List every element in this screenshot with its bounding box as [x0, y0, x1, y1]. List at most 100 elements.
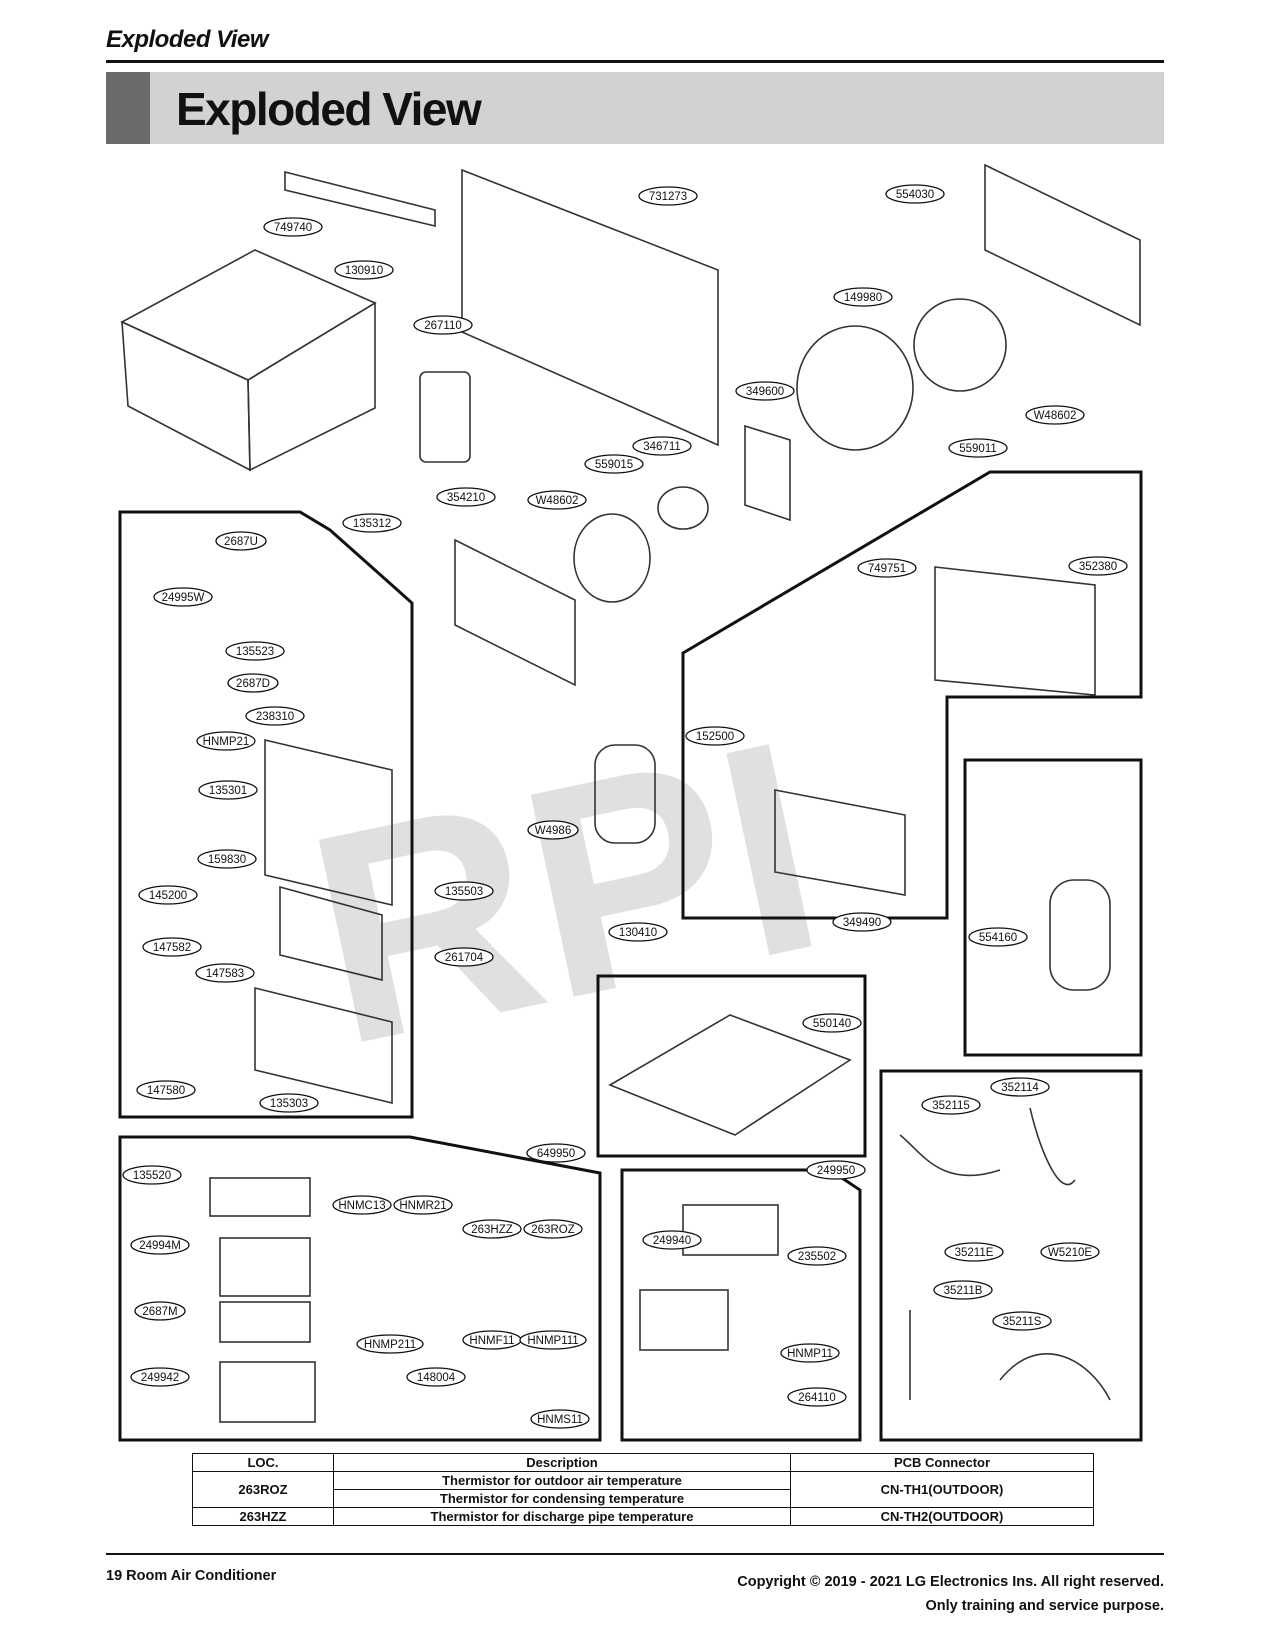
- part-callout-oval: [780, 1343, 840, 1363]
- part-callout-oval: [990, 1077, 1050, 1097]
- part-callout-oval: [944, 1242, 1004, 1262]
- part-callout-label: 261704: [445, 952, 484, 964]
- part-callout-oval: [1068, 556, 1128, 576]
- part-callout-label: 249950: [817, 1165, 855, 1177]
- cross-fan-scroll: [774, 789, 906, 896]
- table-cell-pcb: CN-TH2(OUTDOOR): [790, 1507, 1094, 1526]
- part-callout-oval: [787, 1387, 847, 1407]
- table-cell-desc: Thermistor for outdoor air temperature: [333, 1471, 791, 1490]
- part-callout-label: 159830: [208, 854, 246, 866]
- part-callout-label: 35211B: [944, 1285, 983, 1297]
- part-callout-label: 135523: [236, 646, 274, 658]
- part-callout-label: HNMS11: [537, 1414, 583, 1426]
- table-header-row: LOC. Description PCB Connector: [192, 1453, 1094, 1472]
- part-callout-label: 264110: [798, 1392, 836, 1404]
- propeller-fan: [913, 298, 1007, 392]
- compressor-body: [1049, 879, 1111, 991]
- part-callout-label: 749740: [274, 222, 312, 234]
- part-callout-label: HNMF11: [469, 1335, 514, 1347]
- part-callout-oval: [638, 186, 698, 206]
- part-callout-label: 649950: [537, 1148, 575, 1160]
- part-callout-label: 352115: [932, 1100, 970, 1112]
- part-callout-oval: [342, 513, 402, 533]
- part-callout-label: 235502: [798, 1251, 836, 1263]
- part-callout-label: 135301: [209, 785, 247, 797]
- part-callout-oval: [136, 1080, 196, 1100]
- part-callout-label: 130910: [345, 265, 383, 277]
- part-callout-oval: [608, 922, 668, 942]
- table-cell-desc: Thermistor for discharge pipe temperatur…: [333, 1507, 791, 1526]
- part-callout-label: W48602: [1034, 410, 1077, 422]
- running-title: Exploded View: [106, 26, 268, 53]
- filter-drier-cylinder: [594, 744, 656, 844]
- part-callout-label: 349490: [843, 917, 881, 929]
- table-row: Thermistor for condensing temperature: [193, 1489, 1094, 1508]
- part-callout-oval: [968, 927, 1028, 947]
- control-box-cover: [682, 1204, 779, 1256]
- part-callout-oval: [196, 731, 256, 751]
- part-callout-label: 135312: [353, 518, 391, 530]
- pcb-bracket: [219, 1361, 316, 1423]
- part-callout-oval: [833, 287, 893, 307]
- part-callout-oval: [332, 1195, 392, 1215]
- part-callout-oval: [130, 1367, 190, 1387]
- part-callout-label: 349600: [746, 386, 784, 398]
- part-callout-label: 35211E: [955, 1247, 994, 1259]
- part-callout-oval: [802, 1013, 862, 1033]
- part-callout-label: 749751: [868, 563, 906, 575]
- part-callout-label: 352380: [1079, 561, 1117, 573]
- part-callout-oval: [334, 260, 394, 280]
- part-callout-label: 135520: [133, 1170, 171, 1182]
- part-callout-label: 24994M: [139, 1240, 181, 1252]
- fan-motor: [657, 486, 709, 530]
- purpose-text: Only training and service purpose.: [925, 1598, 1164, 1614]
- group-frame-controls: [118, 510, 414, 1119]
- part-callout-label: 24995W: [162, 592, 205, 604]
- group-frame-fan: [681, 470, 1143, 920]
- header-rule: [106, 60, 1164, 63]
- refrigerant-pipes: [899, 1107, 1111, 1401]
- part-callout-oval: [526, 1143, 586, 1163]
- part-callout-label: HNMP11: [787, 1348, 833, 1360]
- part-callout-oval: [263, 217, 323, 237]
- part-callout-oval: [933, 1280, 993, 1300]
- part-callout-label: 149980: [844, 292, 882, 304]
- part-callout-oval: [356, 1334, 424, 1354]
- part-callout-oval: [992, 1311, 1052, 1331]
- cabinet-top-rail: [284, 170, 436, 228]
- part-callout-oval: [1040, 1242, 1100, 1262]
- copyright-text: Copyright © 2019 - 2021 LG Electronics I…: [737, 1574, 1164, 1590]
- table-cell-loc: 263HZZ: [192, 1507, 334, 1526]
- control-box: [639, 1289, 729, 1351]
- part-callout-oval: [1025, 405, 1085, 425]
- part-callout-oval: [584, 454, 644, 474]
- part-callout-oval: [130, 1235, 190, 1255]
- part-callout-oval: [225, 641, 285, 661]
- part-callout-oval: [787, 1246, 847, 1266]
- part-callout-oval: [393, 1195, 453, 1215]
- part-callout-label: 554160: [979, 932, 1017, 944]
- evaporator-coil: [454, 538, 576, 687]
- part-callout-oval: [832, 912, 892, 932]
- part-callout-label: HNMP211: [364, 1339, 416, 1351]
- part-callout-label: W48602: [536, 495, 579, 507]
- table-cell-pcb: CN-TH1(OUTDOOR): [790, 1471, 1094, 1508]
- part-callout-label: 346711: [643, 441, 681, 453]
- part-callout-label: 2687D: [236, 678, 270, 690]
- part-callout-label: 354210: [447, 492, 485, 504]
- part-callout-oval: [642, 1230, 702, 1250]
- base-pan: [608, 1014, 852, 1136]
- remote-controller: [419, 371, 471, 463]
- part-callout-oval: [434, 947, 494, 967]
- part-callout-label: 2687U: [224, 536, 258, 548]
- part-callout-label: 135503: [445, 886, 483, 898]
- part-callout-label: 559011: [959, 443, 997, 455]
- part-callout-oval: [245, 706, 305, 726]
- main-pcb: [219, 1301, 311, 1343]
- pcb-cover: [209, 1177, 311, 1217]
- blower-wheel: [573, 513, 651, 603]
- part-callout-oval: [948, 438, 1008, 458]
- group-frame-piping: [879, 1069, 1143, 1442]
- watermark-text: RPI: [286, 676, 845, 1109]
